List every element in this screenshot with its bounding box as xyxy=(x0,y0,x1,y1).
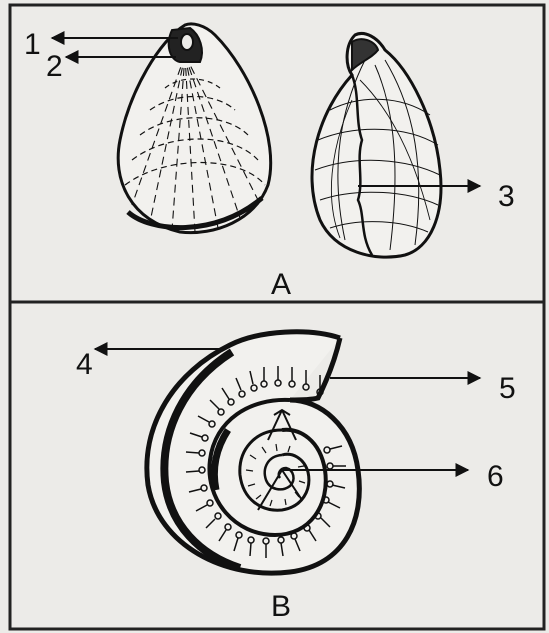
callout-label-4: 4 xyxy=(76,350,93,380)
callout-label-2: 2 xyxy=(46,52,63,82)
panel-label-a: A xyxy=(271,270,291,300)
ammonite-shell-icon xyxy=(147,332,359,573)
callout-label-1: 1 xyxy=(24,30,41,60)
callout-label-6: 6 xyxy=(487,462,504,492)
brachiopod-shell-icon xyxy=(118,24,271,233)
panel-label-b: B xyxy=(271,592,291,622)
brachiopod-side-view-icon xyxy=(312,33,441,257)
callout-label-3: 3 xyxy=(498,182,515,212)
callout-label-5: 5 xyxy=(499,374,516,404)
